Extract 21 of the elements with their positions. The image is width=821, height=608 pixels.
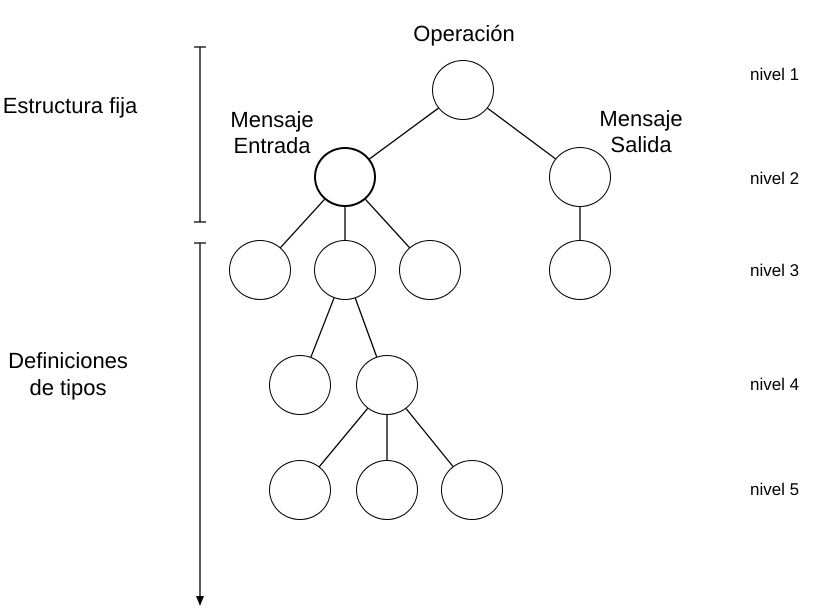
connector-line: [344, 207, 346, 240]
connector-line: [386, 415, 388, 460]
level-label: nivel 3: [750, 260, 800, 282]
connector-line: [280, 199, 325, 248]
connector-line: [406, 408, 454, 467]
node-label: Mensaje Salida: [598, 106, 684, 158]
connector-line: [354, 298, 378, 357]
connector-line: [487, 108, 556, 160]
level-label: nivel 5: [750, 479, 800, 501]
connector-line: [310, 298, 335, 358]
node-label: Operación: [412, 21, 516, 47]
section-label: Definiciones de tipos: [8, 347, 128, 401]
level-label: nivel 1: [750, 64, 800, 86]
connector-line: [369, 108, 439, 160]
connector-line: [318, 408, 368, 467]
level-label: nivel 2: [750, 168, 800, 190]
connector-line: [365, 199, 410, 248]
node-label: Mensaje Entrada: [229, 107, 315, 159]
level-label: nivel 4: [750, 374, 800, 396]
connector-line: [579, 207, 581, 240]
section-label: Estructura fija: [2, 92, 138, 119]
